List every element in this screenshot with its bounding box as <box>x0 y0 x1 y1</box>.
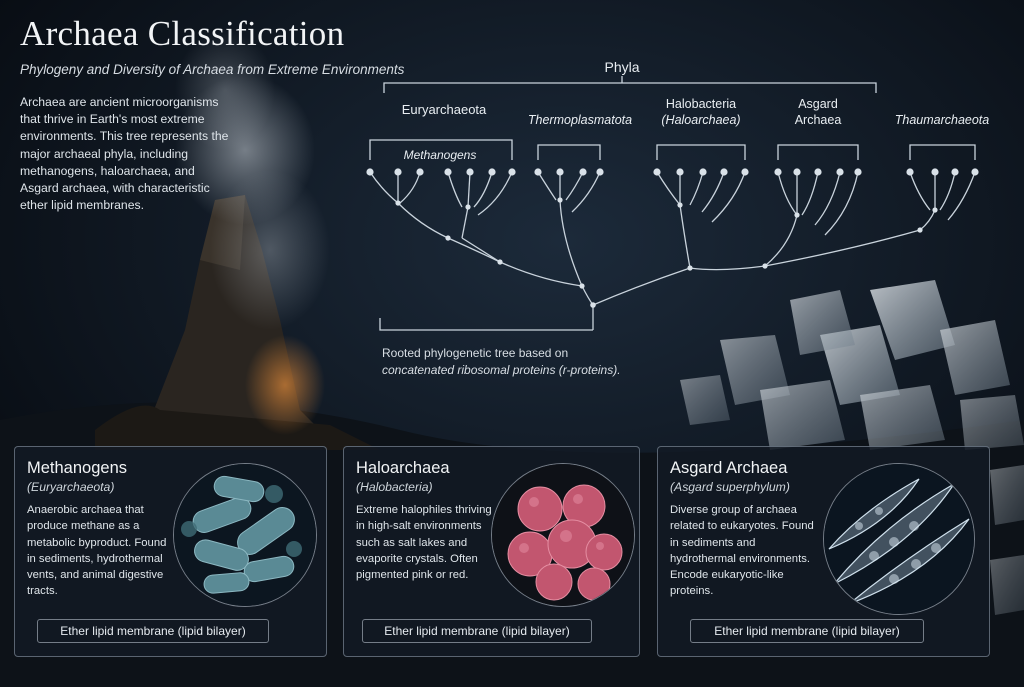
clade-label-thaumarchaeota: Thaumarchaeota <box>895 113 990 127</box>
card-description: Anaerobic archaea that produce methane a… <box>27 504 167 598</box>
card-methanogens: Methanogens (Euryarchaeota) Anaerobic ar… <box>14 446 327 657</box>
phylogenetic-tree: Phyla Euryarchaeota Thermoplasmatota Hal… <box>366 59 990 331</box>
card-description: Diverse group of archaea related to euka… <box>670 504 814 598</box>
tree-caption-line2: concatenated ribosomal proteins (r-prote… <box>382 363 621 377</box>
membrane-label: Ether lipid membrane (lipid bilayer) <box>37 619 269 643</box>
tree-branches <box>369 76 976 331</box>
rod-bacteria-icon <box>173 463 317 607</box>
card-haloarchaea: Haloarchaea (Halobacteria) Extreme halop… <box>343 446 640 657</box>
subgroup-label-methanogens: Methanogens <box>404 148 477 162</box>
card-title: Asgard Archaea <box>670 459 788 477</box>
card-description: Extreme halophiles thriving in high-salt… <box>356 504 492 582</box>
salt-crystals-icon <box>680 280 1024 615</box>
card-asgard-archaea: Asgard Archaea (Asgard superphylum) Dive… <box>657 446 990 657</box>
clade-label-halobacteria: Halobacteria <box>666 97 736 111</box>
tree-nodes <box>366 168 979 308</box>
intro-paragraph: Archaea are ancient microorganisms that … <box>20 95 229 213</box>
card-subtitle: (Euryarchaeota) <box>27 480 115 494</box>
hydrothermal-vent-icon <box>95 30 380 450</box>
cocci-cluster-icon <box>491 463 635 607</box>
card-title: Methanogens <box>27 459 127 477</box>
tree-caption: Rooted phylogenetic tree based on concat… <box>382 345 642 379</box>
clade-sublabel-haloarchaea: (Haloarchaea) <box>661 113 740 127</box>
card-subtitle: (Halobacteria) <box>356 480 433 494</box>
phyla-label: Phyla <box>604 59 639 75</box>
card-subtitle: (Asgard superphylum) <box>670 480 790 494</box>
page-title: Archaea Classification <box>20 14 345 53</box>
clade-label-thermoplasmatota: Thermoplasmatota <box>528 113 632 127</box>
page-subtitle: Phylogeny and Diversity of Archaea from … <box>20 62 405 77</box>
clade-sublabel-archaea: Archaea <box>795 113 842 127</box>
tree-caption-line1: Rooted phylogenetic tree based on <box>382 346 569 360</box>
membrane-label: Ether lipid membrane (lipid bilayer) <box>690 619 924 643</box>
clade-label-euryarchaeota: Euryarchaeota <box>402 102 487 117</box>
card-title: Haloarchaea <box>356 459 450 477</box>
clade-label-asgard: Asgard <box>798 97 838 111</box>
spindle-cell-icon <box>823 463 975 615</box>
membrane-label: Ether lipid membrane (lipid bilayer) <box>362 619 592 643</box>
